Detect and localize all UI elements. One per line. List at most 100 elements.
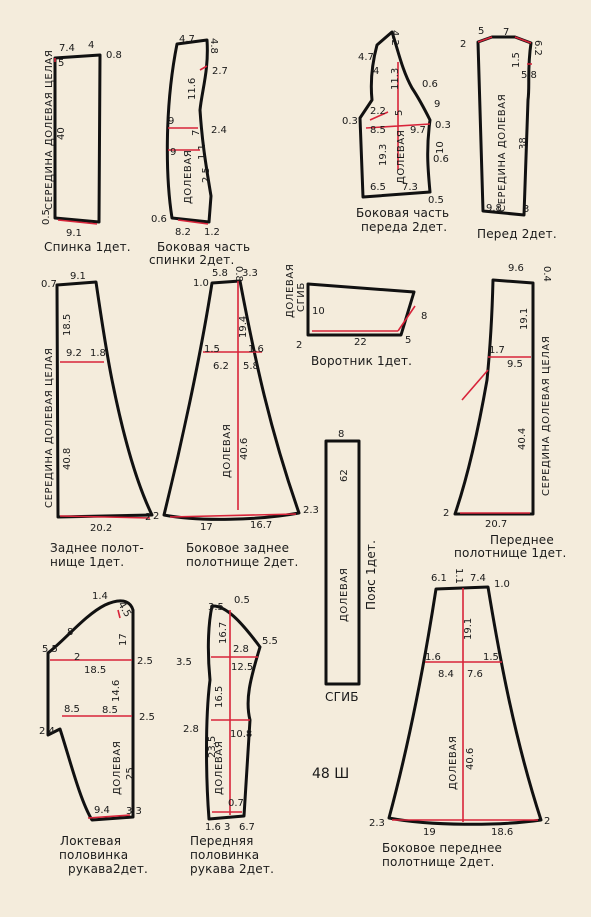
piece-title: полотнище 2дет. — [382, 855, 494, 869]
grain-label: ДОЛЕВАЯ — [214, 741, 225, 795]
dim-label: 11.3 — [390, 68, 401, 90]
dim-label: 1.7 — [489, 345, 505, 356]
dim-label: 20.7 — [485, 519, 507, 530]
dim-label: 7.6 — [467, 669, 483, 680]
dim-label: 2.5 — [137, 656, 153, 667]
dim-label: 2.8 — [183, 724, 199, 735]
dim-label: 8 — [67, 627, 73, 638]
dim-label: 4.7 — [358, 52, 374, 63]
dim-label: 0.6 — [422, 79, 438, 90]
bokovoe-zadnee-outline — [162, 279, 301, 521]
dim-label: 2.7 — [212, 66, 228, 77]
dim-label: 5.8 — [521, 70, 537, 81]
piece-title: Спинка 1дет. — [44, 240, 131, 254]
dim-label: 2 — [145, 512, 151, 523]
bokovoe-perednee-outline — [387, 585, 543, 826]
piece-pered: 2 5 7 6.2 1.5 5.8 38 СЕРЕДИНА ДОЛЕВАЯ 9.… — [460, 26, 557, 241]
piece-title: рукава2дет. — [68, 862, 148, 876]
dim-label: 6.5 — [370, 182, 386, 193]
piece-bokovoe-perednee: 6.1 1.1 7.4 1.0 19.1 1.6 1.5 8.4 7.6 ДОЛ… — [369, 568, 550, 869]
dim-label: 16.7 — [218, 622, 229, 644]
piece-title: Перед 2дет. — [477, 227, 557, 241]
perednee-measure-lines — [460, 356, 531, 514]
bokovaya-pereda-measure-lines — [365, 62, 431, 170]
dim-label: 2 — [443, 508, 449, 519]
dim-label: 5 — [478, 26, 484, 37]
dim-label: 3.5 — [176, 657, 192, 668]
dim-label: 2.5 — [139, 712, 155, 723]
zadnee-outline — [55, 280, 154, 519]
piece-title: Боковая часть — [157, 240, 250, 254]
piece-vorotnik: ДОЛЕВАЯ СГИБ 10 8 22 5 2 Воротник 1дет. — [285, 264, 427, 368]
dim-label: 2.5 — [201, 167, 212, 183]
dim-label: 19 — [423, 827, 436, 838]
dim-label: 9 — [434, 99, 440, 110]
dim-label: 1.0 — [193, 278, 209, 289]
dim-label: 9.5 — [507, 359, 523, 370]
dim-label: 9.7 — [410, 125, 426, 136]
dim-label: 10 — [435, 141, 446, 154]
dim-label: 40.4 — [517, 428, 528, 450]
dim-label: 3.5 — [208, 602, 224, 613]
fold-label: СГИБ — [296, 282, 307, 312]
piece-title: Передняя — [190, 834, 254, 848]
grain-label: СЕРЕДИНА ДОЛЕВАЯ ЦЕЛАЯ — [44, 50, 55, 210]
dim-label: 0.7 — [41, 279, 57, 290]
piece-title: Воротник 1дет. — [311, 354, 412, 368]
dim-label: 0.8 — [106, 50, 122, 61]
dim-label: 2 — [460, 39, 466, 50]
dim-label: 7.3 — [402, 182, 418, 193]
vorotnik-measure-lines — [312, 305, 416, 332]
dim-label: 4 — [373, 66, 379, 77]
page-number: 48 Ш — [312, 766, 349, 782]
dim-label: 25 — [125, 767, 136, 780]
piece-title: переда 2дет. — [361, 220, 447, 234]
dim-label: 18.6 — [491, 827, 513, 838]
dim-label: 1.5 — [204, 344, 220, 355]
spinka-measure-lines — [54, 58, 98, 225]
dim-label: 5.5 — [42, 644, 58, 655]
piece-title: Боковое переднее — [382, 841, 502, 855]
bokovaya-pereda-outline — [358, 30, 432, 199]
dim-label: 9.4 — [94, 805, 110, 816]
dim-label: 4.2 — [389, 30, 400, 46]
dim-label: 8.5 — [64, 704, 80, 715]
dim-label: 2.8 — [233, 644, 249, 655]
dim-label: 9 — [168, 116, 174, 127]
dim-label: 2.4 — [39, 726, 55, 737]
fold-label: СГИБ — [325, 690, 359, 704]
dim-label: 5.5 — [262, 636, 278, 647]
piece-title: полотнище 2дет. — [186, 555, 298, 569]
dim-label: 18.5 — [62, 314, 73, 336]
dim-label: 40.6 — [239, 438, 250, 460]
perednyaya-measure-lines — [211, 610, 258, 815]
piece-title: полотнище 1дет. — [454, 546, 566, 560]
dim-label: 7 — [503, 27, 509, 38]
dim-label: 2.3 — [303, 505, 319, 516]
dim-label: 8 — [421, 311, 427, 322]
dim-label: 19.1 — [519, 308, 530, 330]
dim-label: 9.2 — [66, 348, 82, 359]
dim-label: 0.7 — [228, 798, 244, 809]
dim-label: 16.5 — [214, 686, 225, 708]
piece-title: Пояс 1дет. — [364, 540, 378, 610]
vorotnik-outline — [306, 282, 416, 337]
dim-label: 62 — [339, 469, 350, 482]
piece-title: спинки 2дет. — [149, 253, 234, 267]
dim-label: 5 — [58, 58, 64, 69]
dim-label: 2 — [544, 816, 550, 827]
piece-perednyaya: 3.5 0.5 16.7 5.5 2.8 3.5 12.5 16.5 2.8 2… — [176, 595, 278, 876]
dim-label: 22 — [354, 337, 367, 348]
dim-label: 9.1 — [70, 271, 86, 282]
grain-label: ДОЛЕВАЯ — [339, 568, 350, 622]
piece-title: половинка — [59, 848, 128, 862]
dim-label: 0.4 — [541, 266, 552, 282]
dim-label: 7.4 — [59, 43, 75, 54]
zadnee-measure-lines — [59, 361, 151, 519]
grain-label: ДОЛЕВАЯ — [396, 130, 407, 184]
piece-zadnee: 0.7 9.1 18.5 9.2 1.8 40.8 СЕРЕДИНА ДОЛЕВ… — [41, 271, 154, 569]
dim-label: 12.5 — [231, 662, 253, 673]
dim-label: 0.5 — [428, 195, 444, 206]
piece-bokovoe-zadnee: 1.0 5.8 0.8 3.3 19.4 1.5 1.6 6.2 5.8 ДОЛ… — [153, 266, 319, 569]
dim-label: 20.2 — [90, 523, 112, 534]
